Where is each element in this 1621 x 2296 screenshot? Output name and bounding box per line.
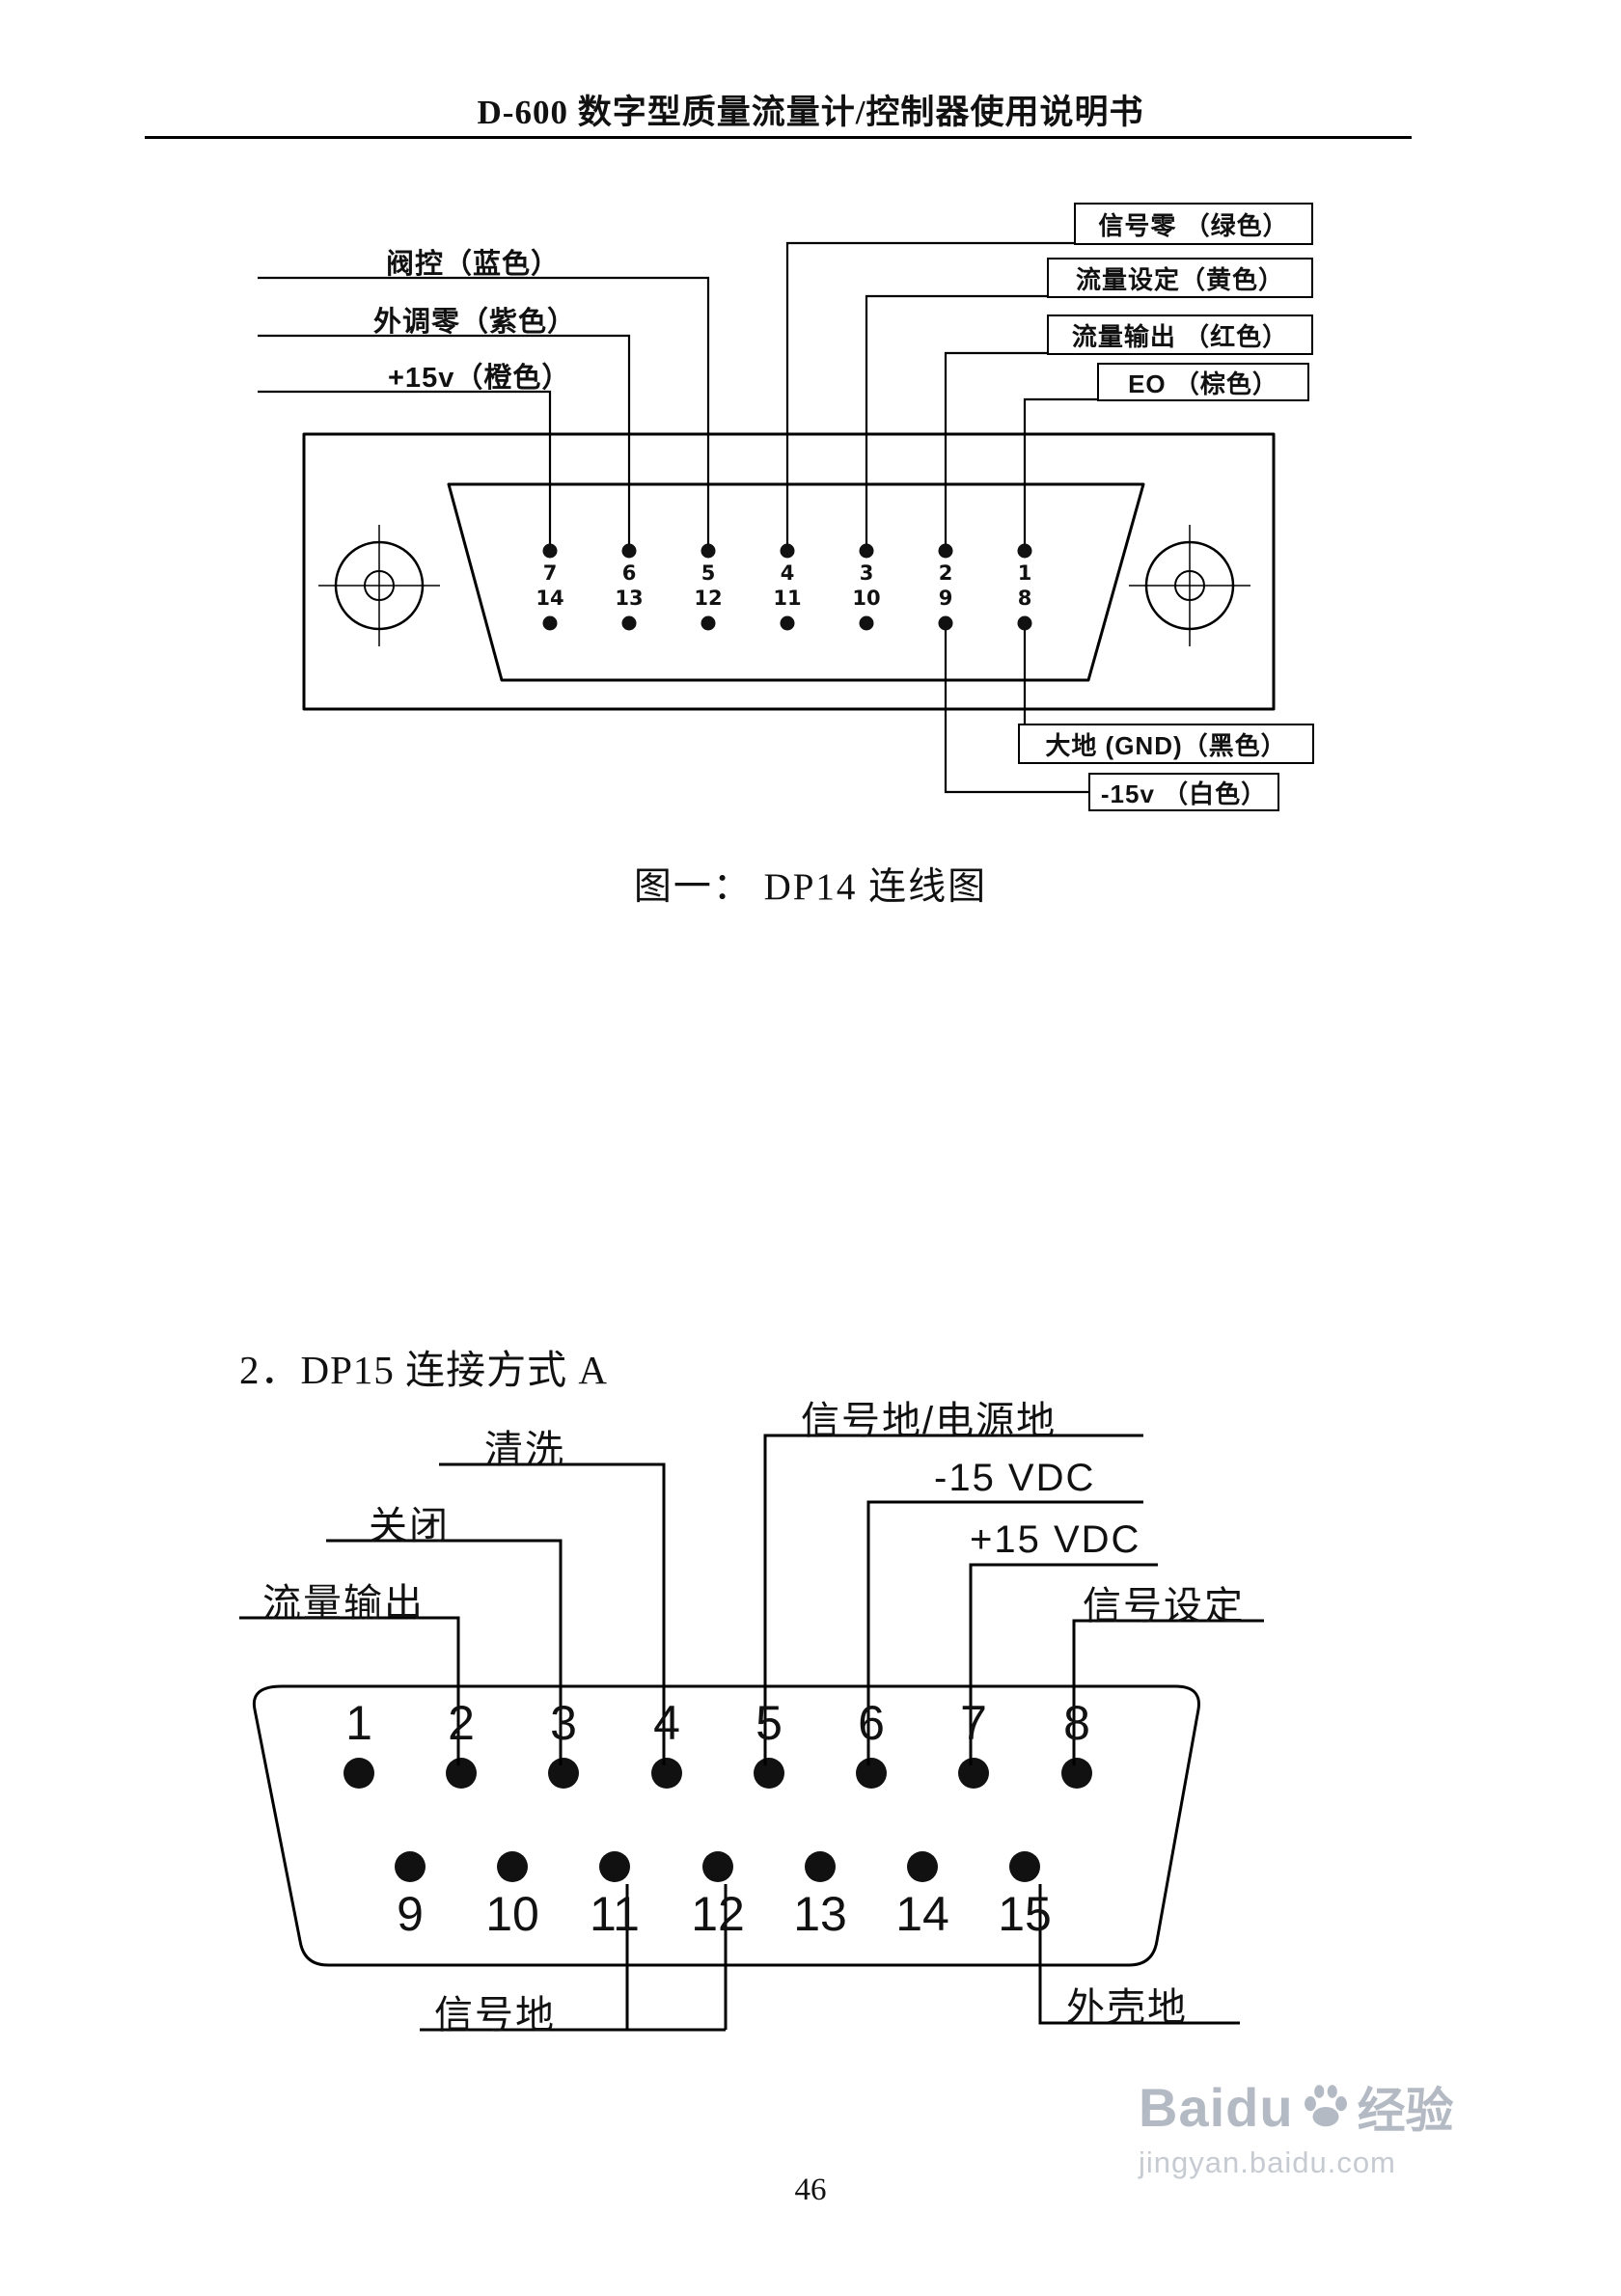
fig2-leader-close bbox=[326, 1539, 563, 1765]
fig2-label-case-ground: 外壳地 bbox=[1066, 1986, 1188, 2029]
fig2-pin-number: 5 bbox=[756, 1696, 783, 1750]
baidu-jingyan-text: 经验 bbox=[1357, 2084, 1454, 2138]
fig2-pins-top-row bbox=[343, 1758, 1092, 1789]
fig2-leader-purge bbox=[439, 1462, 666, 1765]
document-title: D-600 数字型质量流量计/控制器使用说明书 bbox=[477, 94, 1144, 131]
fig1-pin-number: 7 bbox=[542, 561, 558, 585]
fig1-pin-number: 14 bbox=[536, 587, 564, 610]
fig1-pin-number: 2 bbox=[938, 561, 953, 585]
fig2-pins-bottom-row bbox=[395, 1851, 1040, 1882]
fig2-pin-number: 1 bbox=[345, 1696, 372, 1750]
fig2-pin-number: 9 bbox=[397, 1887, 424, 1941]
fig2-label-signal-ground: 信号地 bbox=[434, 1994, 556, 2036]
fig1-leader-external-zero bbox=[258, 334, 631, 544]
fig2-leader-signal-set bbox=[1072, 1619, 1264, 1765]
fig1-label-valve-control: 阀控（蓝色） bbox=[386, 249, 561, 280]
fig1-label-flow-set: 流量设定（黄色） bbox=[1047, 258, 1313, 298]
fig1-leader-eo bbox=[1023, 397, 1097, 544]
fig2-connector-outline bbox=[252, 1684, 1200, 1967]
fig2-pin-number: 13 bbox=[793, 1887, 847, 1941]
fig1-pin-number: 11 bbox=[773, 587, 802, 610]
fig1-label-minus-15v: -15v （白色） bbox=[1088, 773, 1279, 811]
fig1-label-external-zero: 外调零（紫色） bbox=[373, 307, 577, 338]
fig1-leader-plus-15v bbox=[258, 390, 552, 544]
fig2-pin-number: 8 bbox=[1063, 1696, 1090, 1750]
fig2-leader-minus-15vdc bbox=[866, 1500, 1143, 1765]
fig2-label-signal-power-ground: 信号地/电源地 bbox=[801, 1400, 1058, 1442]
baidu-watermark-url: jingyan.baidu.com bbox=[1139, 2146, 1396, 2179]
fig2-label-flow-output: 流量输出 bbox=[262, 1582, 425, 1625]
header-divider bbox=[145, 136, 1412, 139]
fig1-screw-hole-left bbox=[318, 525, 440, 646]
fig2-leader-flow-output bbox=[239, 1616, 460, 1765]
fig1-label-eo: EO （棕色） bbox=[1097, 363, 1309, 401]
fig2-label-signal-set: 信号设定 bbox=[1083, 1585, 1245, 1627]
fig1-label-ground: 大地 (GND)（黑色） bbox=[1018, 724, 1314, 764]
fig2-pin-number: 10 bbox=[485, 1887, 539, 1941]
fig1-pin-number: 4 bbox=[780, 561, 795, 585]
fig2-pin-number: 7 bbox=[960, 1696, 987, 1750]
fig1-pin-number: 8 bbox=[1017, 587, 1032, 610]
section2-heading: 2．DP15 连接方式 A bbox=[239, 1348, 609, 1392]
fig1-leader-flow-output bbox=[944, 351, 1047, 544]
baidu-paw-icon bbox=[1304, 2085, 1347, 2127]
fig1-leader-valve-control bbox=[258, 276, 710, 544]
fig1-pin-number: 12 bbox=[694, 587, 723, 610]
fig2-pin-number: 14 bbox=[895, 1887, 949, 1941]
fig2-pin-number: 15 bbox=[998, 1887, 1052, 1941]
fig2-pin-number: 2 bbox=[448, 1696, 475, 1750]
fig1-pin-number: 13 bbox=[615, 587, 644, 610]
fig1-pin-number: 5 bbox=[701, 561, 716, 585]
fig1-pins-bottom-row bbox=[542, 615, 1032, 631]
fig1-leader-flow-set bbox=[865, 294, 1047, 544]
fig1-pins-top-row bbox=[542, 543, 1032, 559]
fig1-connector-outline bbox=[302, 432, 1276, 711]
fig1-leader-signal-zero bbox=[785, 241, 1074, 544]
fig1-label-flow-output: 流量输出 （红色） bbox=[1047, 314, 1313, 355]
fig1-label-plus-15v: +15v（橙色） bbox=[388, 363, 571, 394]
fig2-pin-number: 3 bbox=[550, 1696, 577, 1750]
page-number: 46 bbox=[794, 2173, 827, 2207]
fig1-pin-number: 3 bbox=[859, 561, 874, 585]
fig2-pin-number: 12 bbox=[691, 1887, 745, 1941]
fig1-pin-number: 9 bbox=[938, 587, 953, 610]
fig1-pin-number: 6 bbox=[621, 561, 637, 585]
fig1-label-signal-zero: 信号零 （绿色） bbox=[1074, 203, 1313, 245]
fig2-pin-number: 4 bbox=[653, 1696, 680, 1750]
fig2-label-plus-15vdc: +15 VDC bbox=[970, 1518, 1141, 1561]
fig2-leader-case-ground bbox=[1038, 1884, 1240, 2025]
fig2-leader-plus-15vdc bbox=[969, 1563, 1158, 1765]
fig2-label-close: 关闭 bbox=[369, 1505, 450, 1547]
fig1-pin-number: 1 bbox=[1017, 561, 1032, 585]
fig2-label-minus-15vdc: -15 VDC bbox=[934, 1457, 1096, 1499]
fig2-label-purge: 清洗 bbox=[484, 1429, 565, 1471]
fig1-pin-number: 10 bbox=[852, 587, 881, 610]
fig1-caption: 图一： DP14 连线图 bbox=[633, 866, 988, 908]
baidu-watermark-brand-row: Baidu 经验 bbox=[1139, 2072, 1592, 2142]
fig2-leader-signal-power-ground bbox=[763, 1434, 1143, 1765]
fig2-pin-number: 6 bbox=[858, 1696, 885, 1750]
baidu-logo-text: Baidu bbox=[1139, 2076, 1294, 2138]
baidu-watermark: Baidu 经验 jingyan.baidu.com bbox=[1139, 2072, 1592, 2180]
fig2-pin-number: 11 bbox=[590, 1887, 640, 1941]
fig1-screw-hole-right bbox=[1129, 525, 1250, 646]
fig1-leader-minus-15v bbox=[944, 630, 1088, 794]
